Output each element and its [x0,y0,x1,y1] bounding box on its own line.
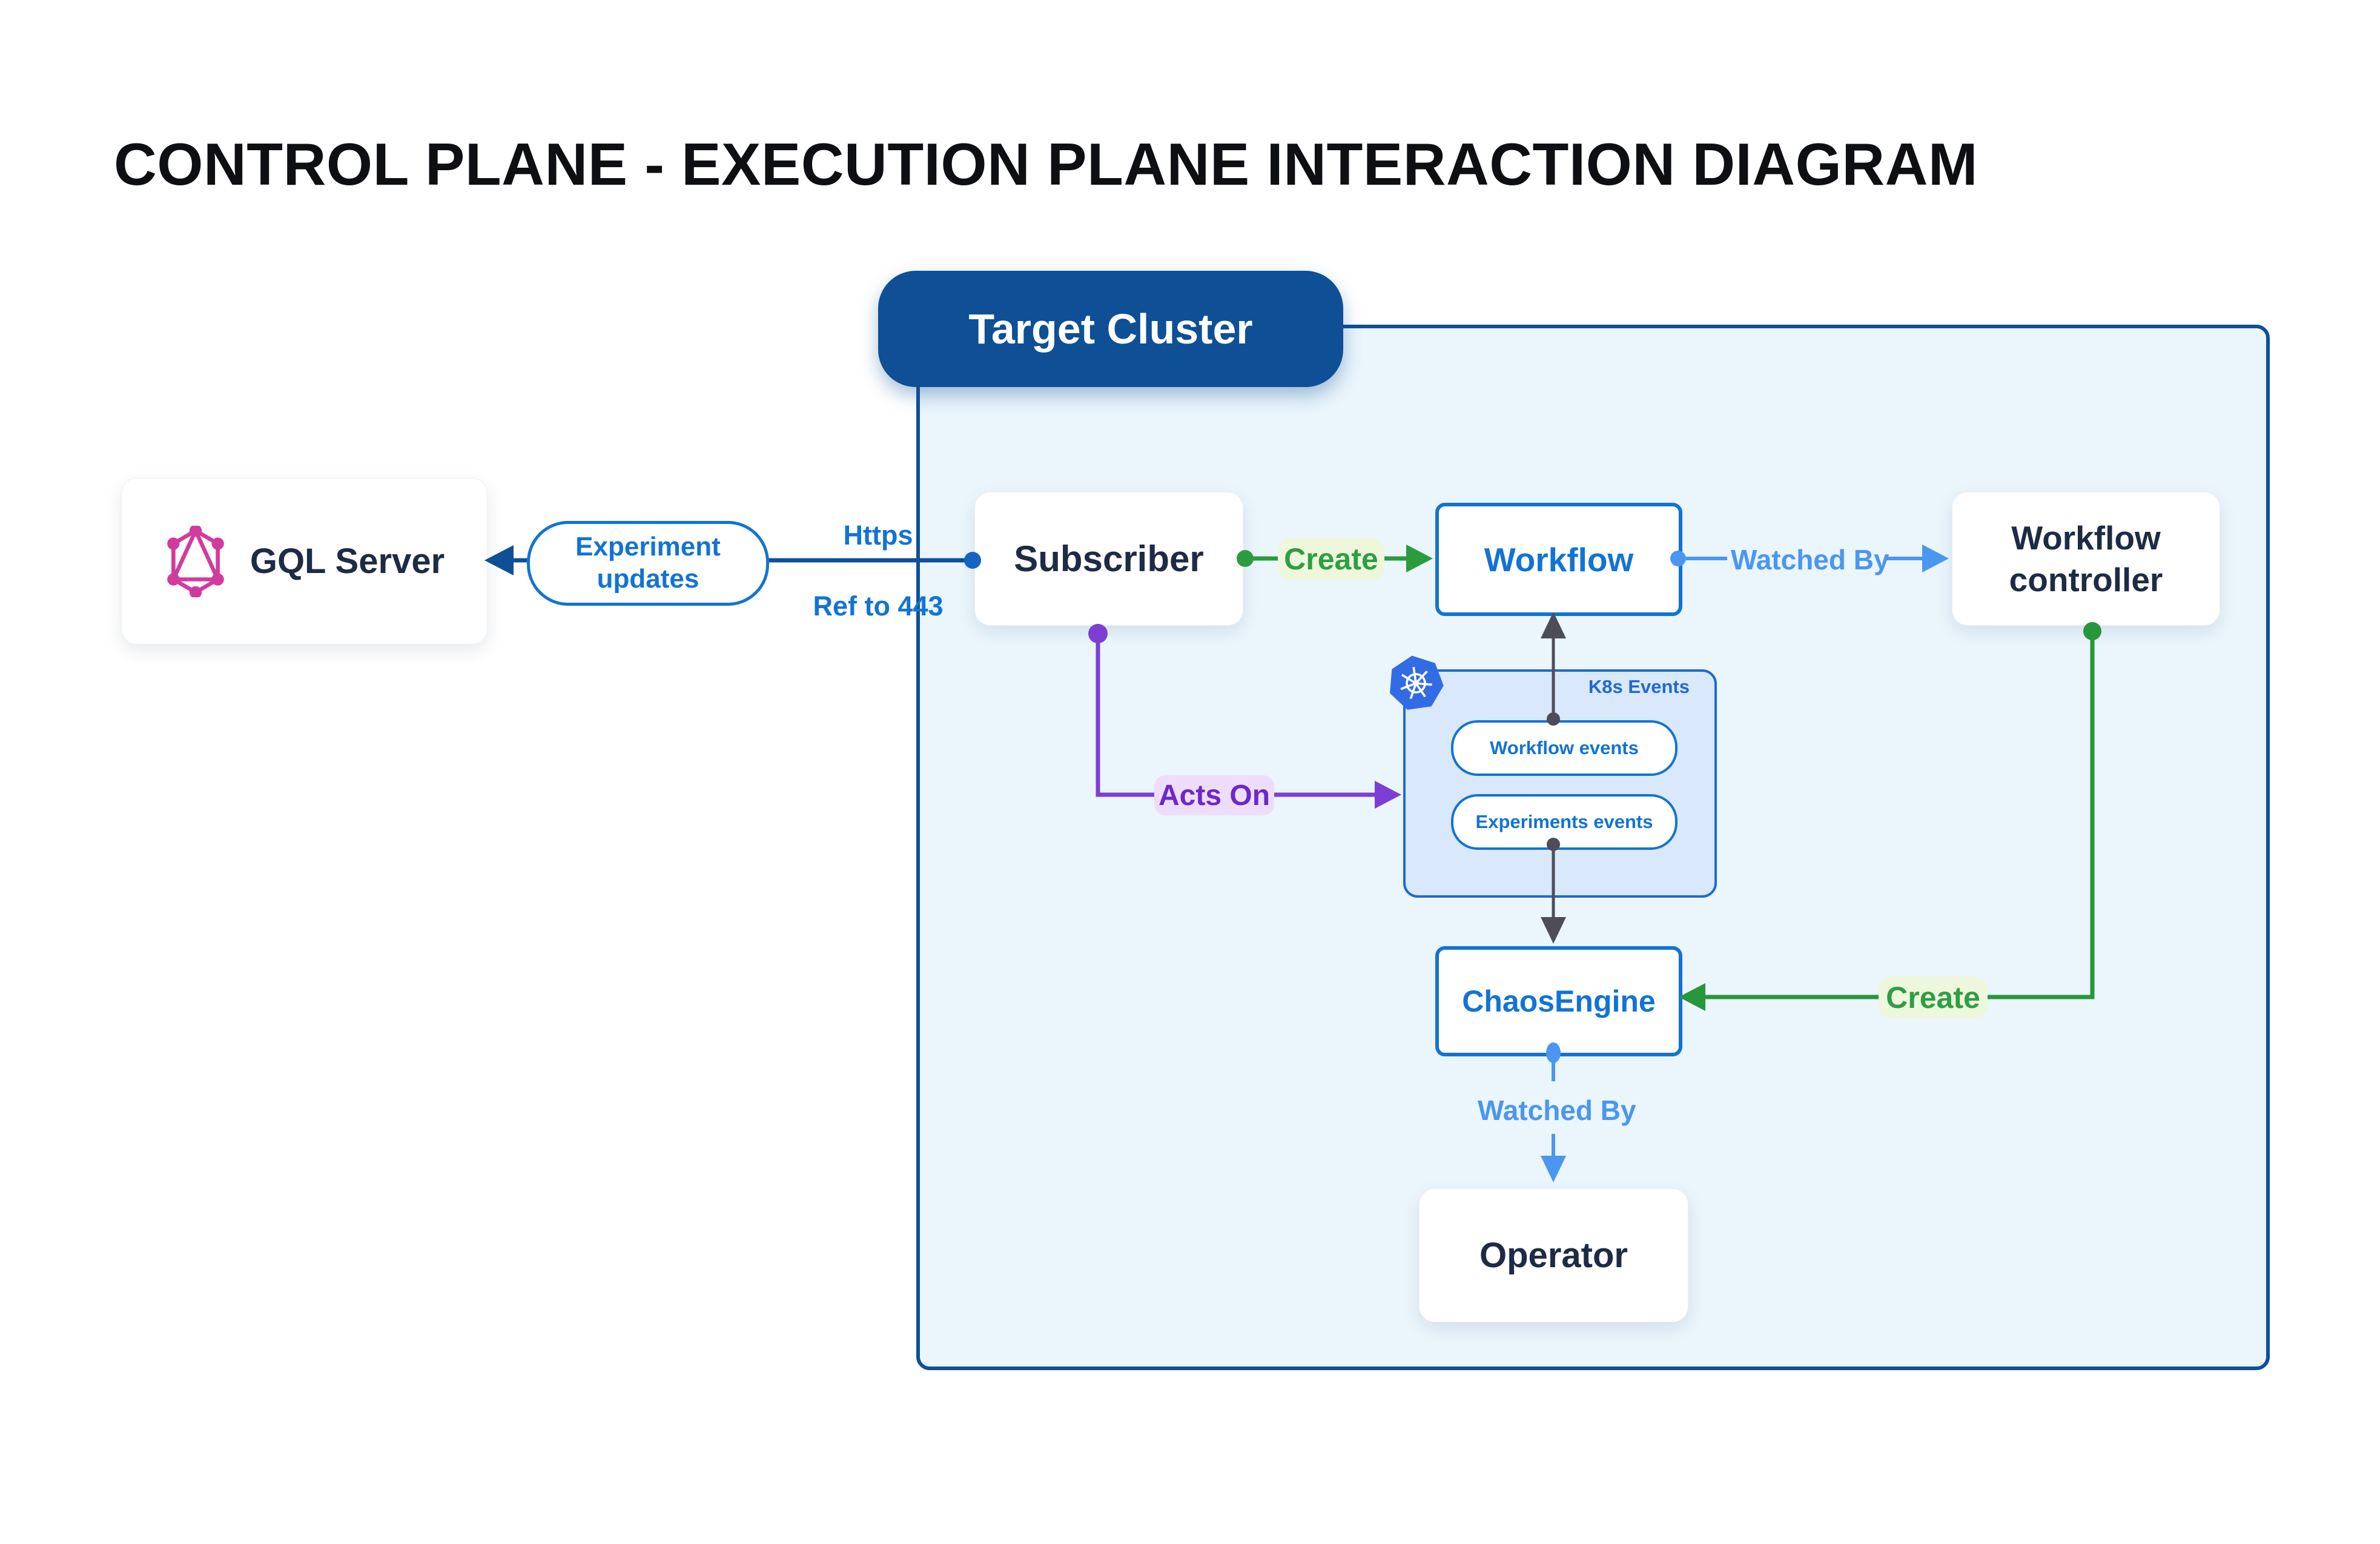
k8s-events-group [1403,669,1717,898]
node-gql-server: GQL Server [121,478,488,644]
k8s-events-title: K8s Events [1588,676,1690,697]
k8s-workflow-events-pill: Workflow events [1451,720,1678,776]
workflow-controller-label: Workflow controller [2009,519,2163,598]
page-title: CONTROL PLANE - EXECUTION PLANE INTERACT… [114,131,1978,197]
graphql-icon [164,524,227,598]
subscriber-label: Subscriber [1014,538,1204,579]
edge-label-watched-by-controller: Watched By [1731,544,1889,575]
workflow-label: Workflow [1484,540,1634,578]
gql-server-label: GQL Server [250,542,445,581]
k8s-experiments-events-pill: Experiments events [1451,794,1678,850]
node-subscriber: Subscriber [974,492,1243,626]
node-chaos-engine: ChaosEngine [1435,946,1682,1056]
workflow-events-label: Workflow events [1490,737,1639,758]
edge-label-ref-443: Ref to 443 [813,591,944,621]
target-cluster-label: Target Cluster [968,305,1253,353]
chaos-engine-label: ChaosEngine [1462,984,1656,1018]
target-cluster-label-pill: Target Cluster [878,271,1343,387]
edge-label-create-workflow: Create [1278,538,1384,580]
kubernetes-icon [1382,649,1450,718]
edge-label-experiment-updates: Experiment updates [527,521,769,606]
edge-label-https: Https [843,520,913,551]
operator-label: Operator [1479,1236,1628,1275]
node-operator: Operator [1419,1188,1688,1322]
node-workflow: Workflow [1435,503,1682,616]
experiments-events-label: Experiments events [1475,811,1653,832]
node-workflow-controller: Workflow controller [1952,492,2220,626]
edge-label-watched-by-operator: Watched By [1478,1095,1636,1126]
edge-label-create-chaos: Create [1879,976,1988,1019]
edge-label-acts-on: Acts On [1154,775,1274,815]
